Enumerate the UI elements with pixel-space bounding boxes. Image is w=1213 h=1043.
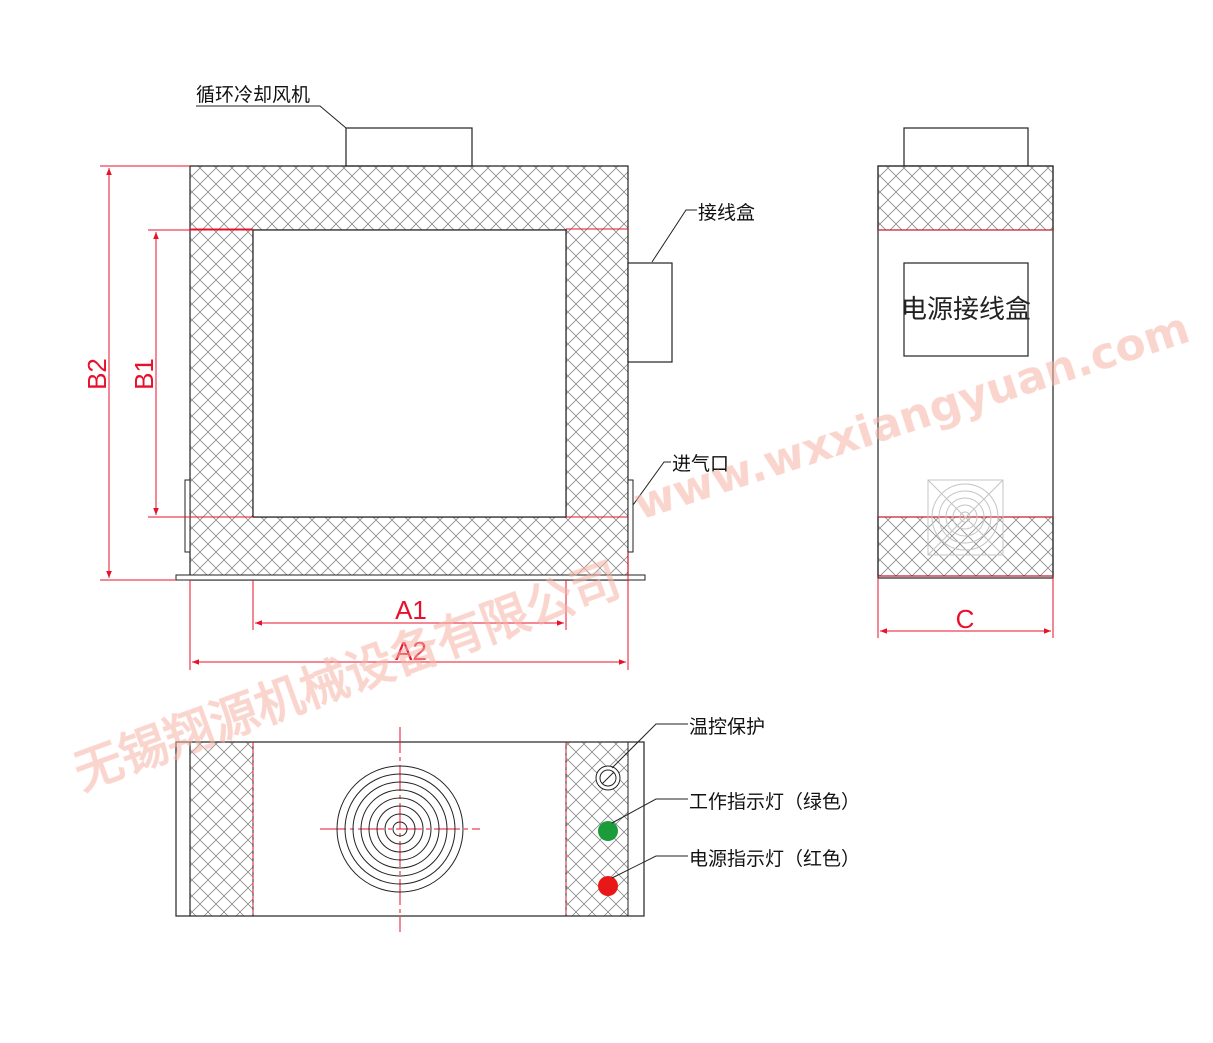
thermostat-icon (595, 765, 621, 791)
junction-box-label: 接线盒 (698, 202, 755, 224)
dimension-c: C (877, 578, 1054, 638)
right-flange (627, 479, 634, 553)
side-top-insulation (877, 165, 1054, 231)
left-flange (184, 479, 191, 553)
base-plate (175, 574, 646, 581)
fan-label: 循环冷却风机 (196, 84, 310, 106)
dimension-b2-label: B2 (82, 358, 112, 390)
power-indicator-label: 电源指示灯（红色） (689, 848, 860, 870)
side-bottom-insulation (877, 516, 1054, 577)
temp-protection-label: 温控保护 (689, 716, 765, 738)
work-indicator-label: 工作指示灯（绿色） (689, 791, 860, 813)
power-indicator-red (598, 876, 618, 896)
dimension-c-label: C (956, 604, 975, 634)
side-body (877, 165, 1054, 579)
dimension-a1-label: A1 (395, 595, 427, 625)
top-view: 温控保护 工作指示灯（绿色） 电源指示灯（红色） (175, 716, 860, 932)
top-right-insulation (565, 741, 629, 917)
power-junction-box (903, 262, 1029, 357)
side-fan (903, 127, 1029, 167)
dimension-a2: A2 (189, 552, 629, 670)
dimension-a2-label: A2 (395, 636, 427, 666)
dimension-b1: B1 (129, 229, 253, 518)
fan-grille-icon (927, 479, 1004, 556)
work-indicator-green (598, 821, 618, 841)
junction-box (627, 262, 673, 363)
dimension-b1-label: B1 (129, 358, 159, 390)
side-view: 电源接线盒 C (877, 127, 1054, 638)
inner-cavity (252, 229, 567, 518)
front-view: 循环冷却风机 接线盒 进气口 B2 B1 A1 (82, 84, 755, 670)
dimension-a1: A1 (252, 580, 567, 630)
top-left-insulation (189, 741, 254, 917)
air-inlet-label: 进气口 (672, 453, 729, 475)
circulation-fan (345, 127, 473, 167)
power-junction-box-label: 电源接线盒 (901, 295, 1031, 325)
top-fan-grille-icon (336, 765, 464, 893)
dimension-b2: B2 (82, 165, 190, 581)
